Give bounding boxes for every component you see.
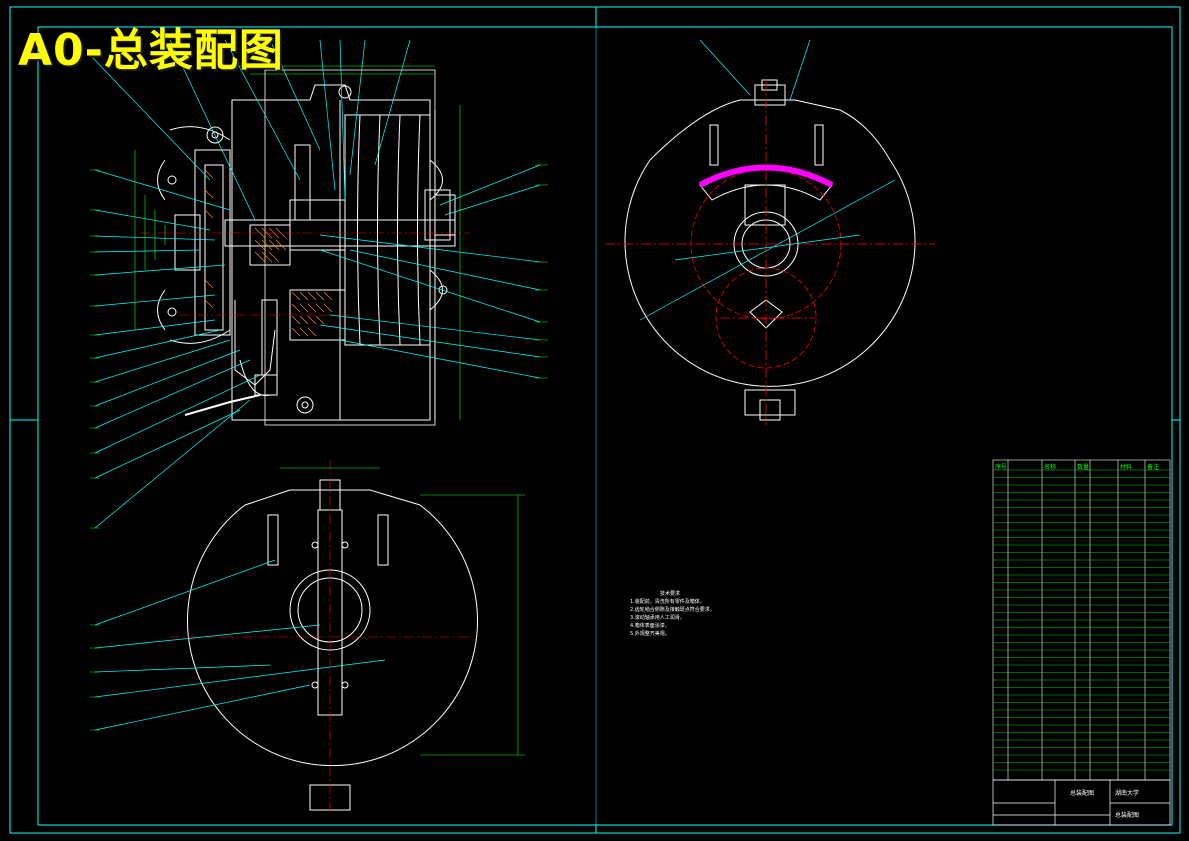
- section-view-main: [157, 69, 456, 426]
- section-leaders: [89, 39, 541, 529]
- table-header-remark: 备注: [1147, 464, 1160, 471]
- parts-table-rows: [993, 469, 1170, 771]
- drawing-frame: [9, 6, 1181, 834]
- plan-view-centerlines: [170, 460, 475, 815]
- section-dimensions: [134, 65, 461, 420]
- notes-heading: 技术要求: [660, 591, 681, 597]
- table-header-qty: 数量: [1077, 464, 1090, 471]
- note-item: 2.齿轮啮合侧隙及接触斑点符合要求，: [630, 607, 715, 613]
- note-item: 5.外观整齐美观。: [630, 631, 670, 637]
- title-block: [992, 779, 1171, 826]
- title-block-school: 湖南大学: [1115, 790, 1140, 797]
- section-centerlines: [140, 232, 470, 316]
- plan-view-leaders: [94, 559, 386, 731]
- leader-labels-left: [90, 164, 548, 731]
- plan-view-dims: [280, 467, 525, 756]
- plan-view-bottom: [187, 479, 478, 811]
- table-header-no: 序号: [995, 464, 1008, 471]
- end-view-right: [624, 79, 916, 421]
- title-block-subtitle: 总装配图: [1115, 812, 1140, 819]
- drawing-title: A0-总装配图: [18, 25, 284, 76]
- technical-notes: 技术要求 1.装配前，清洗所有零件及箱体， 2.齿轮啮合侧隙及接触斑点符合要求，…: [630, 590, 715, 638]
- table-header-name: 名称: [1044, 464, 1057, 471]
- section-hatching: [204, 169, 333, 337]
- note-item: 1.装配前，清洗所有零件及箱体，: [630, 599, 705, 605]
- end-view-leaders: [639, 39, 896, 321]
- end-view-red-circles: [605, 80, 935, 425]
- note-item: 3.滚动轴承用人工润滑，: [630, 615, 685, 621]
- note-item: 4.箱体表面涂漆，: [630, 623, 670, 629]
- title-block-drawing-name: 总装配图: [1070, 790, 1095, 797]
- table-header-material: 材料: [1120, 464, 1133, 471]
